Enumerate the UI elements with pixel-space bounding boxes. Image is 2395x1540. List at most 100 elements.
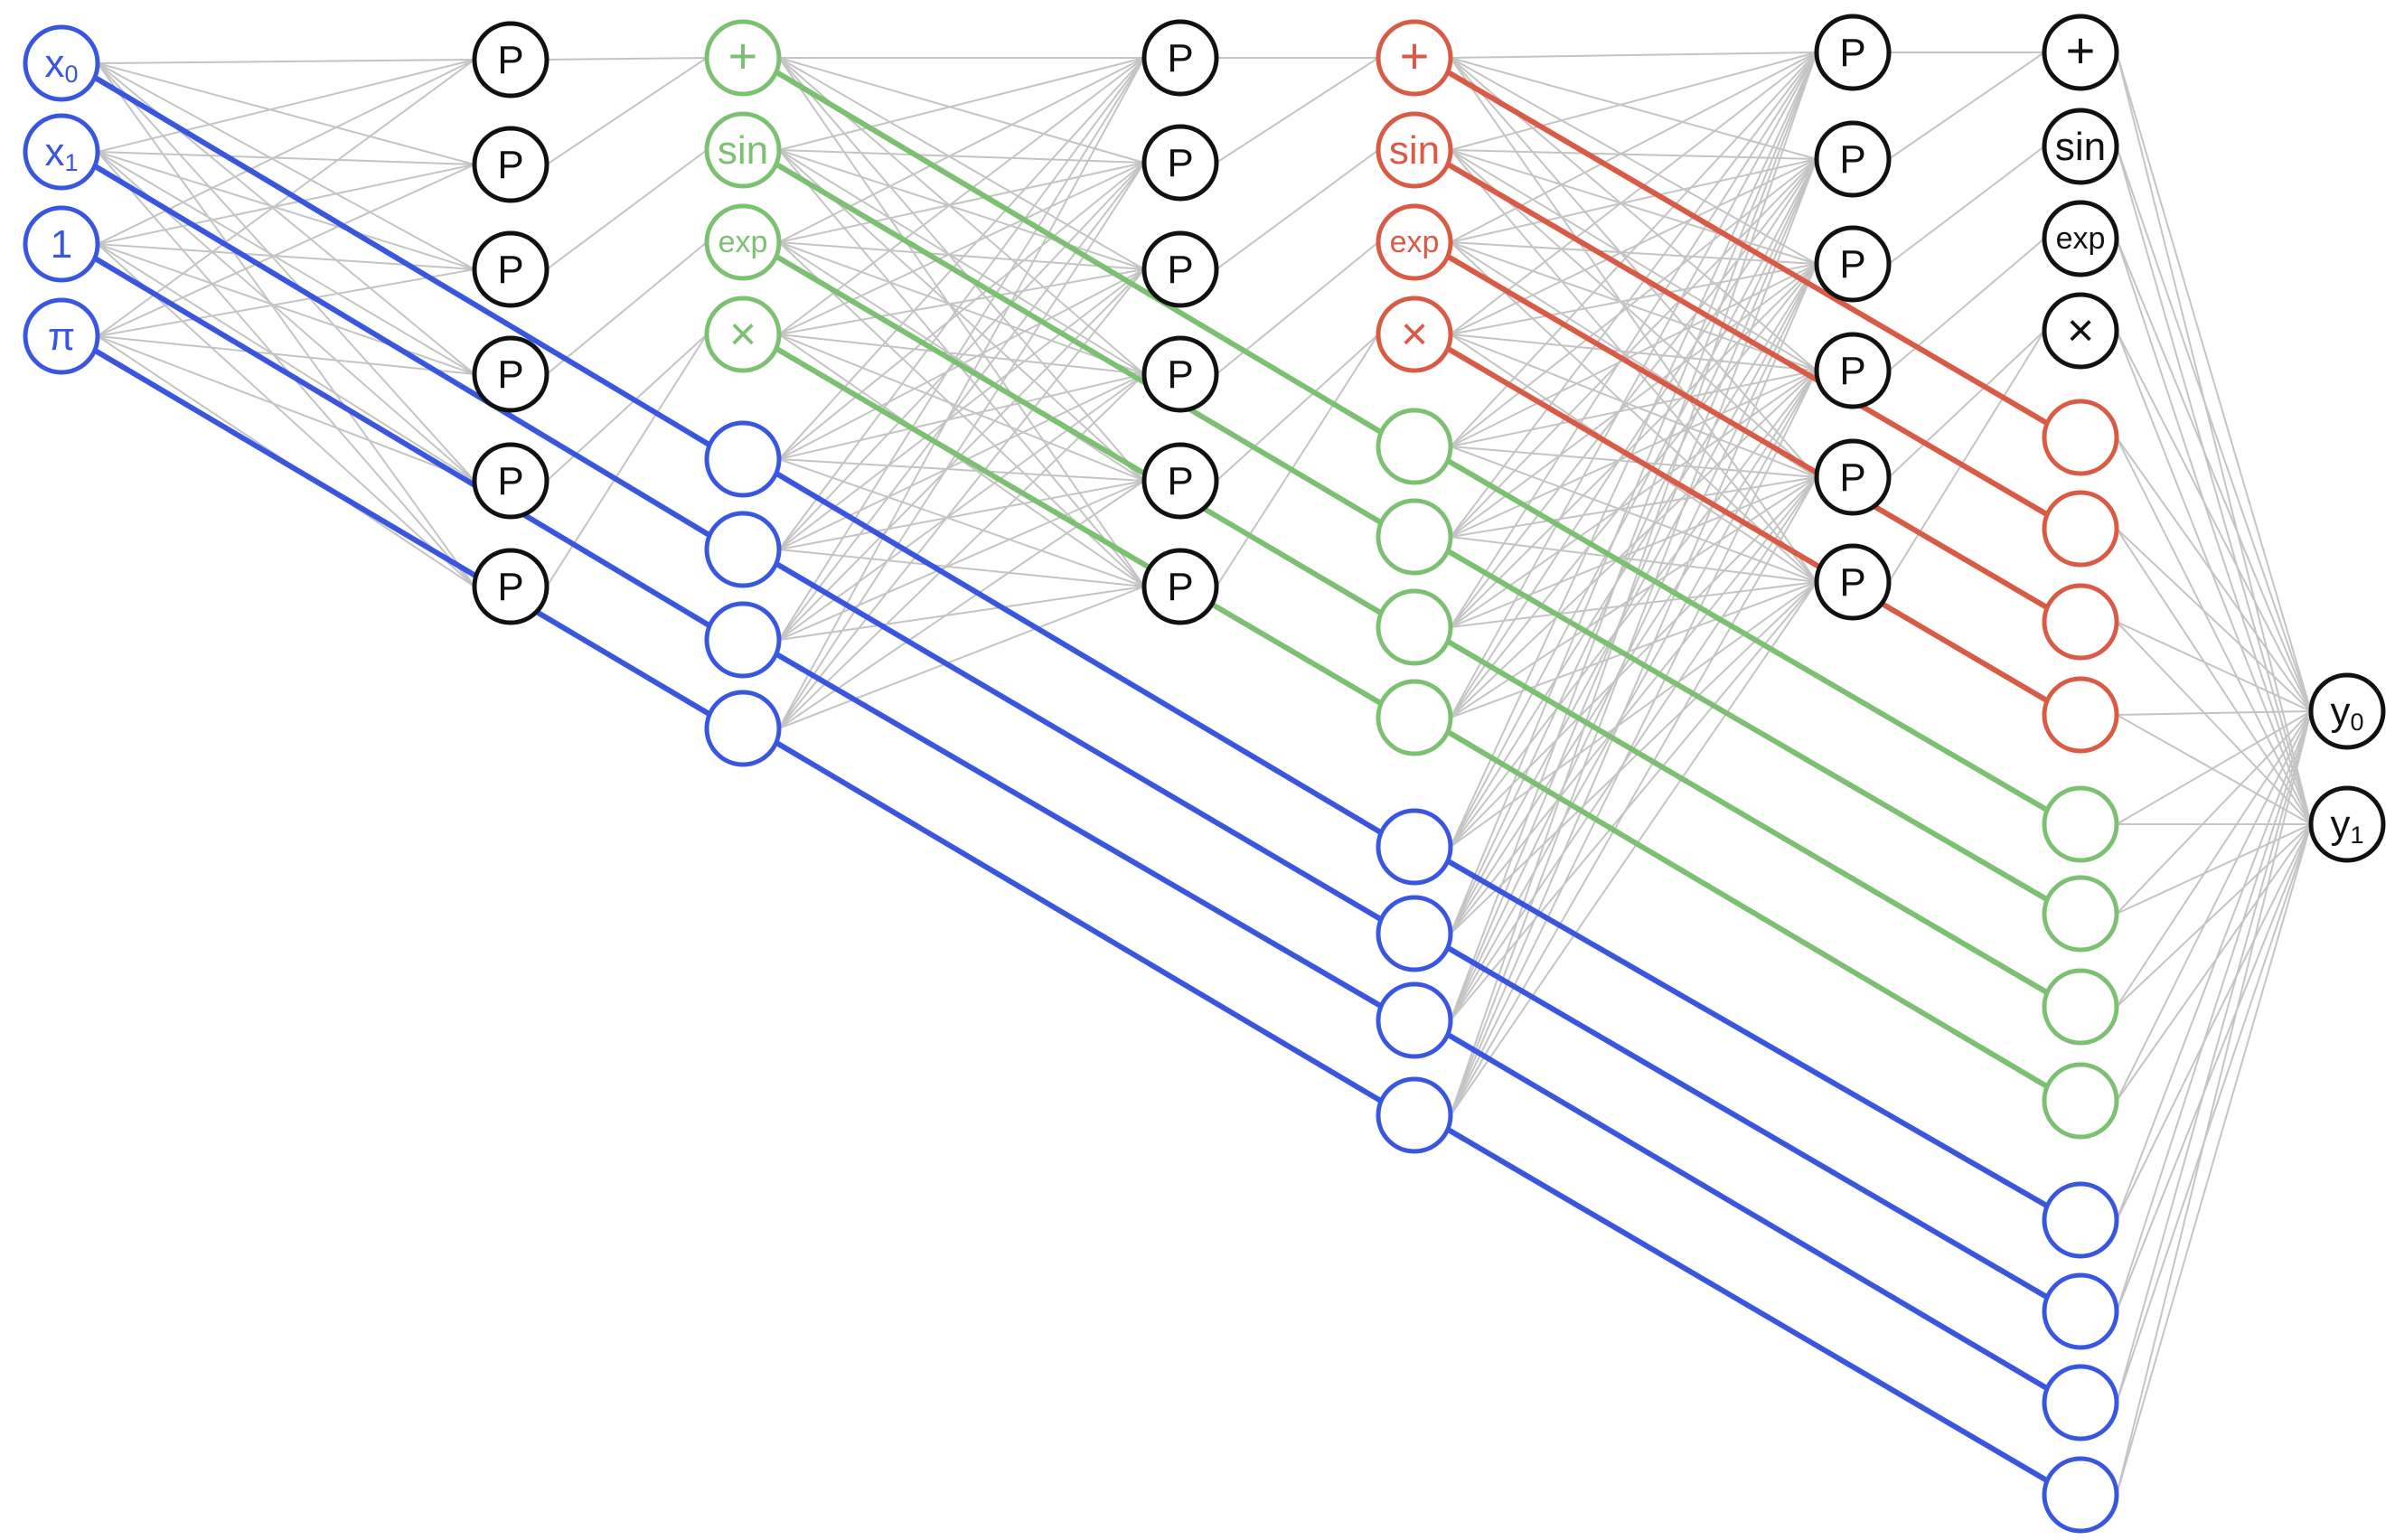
edge-input-to-poly (97, 243, 475, 375)
passthrough-node (1376, 895, 1453, 972)
edge-layer2-to-poly (1450, 476, 1817, 1116)
polynomial-node-label: P (497, 248, 523, 292)
edge-layer1-to-poly (778, 57, 1145, 335)
passthrough-node (2042, 1364, 2119, 1441)
edge-layer2-to-poly (1450, 52, 1817, 848)
edge-layer2-to-poly (1450, 263, 1817, 1021)
skip-layer1-to-layer2 (771, 160, 1386, 527)
polynomial-node: P (1141, 124, 1219, 202)
edge-input-to-poly (97, 62, 475, 165)
passthrough-node-circle (704, 420, 782, 498)
polynomial-node: P (1814, 438, 1892, 516)
polynomial-node-circle (1814, 225, 1892, 303)
passthrough-node-circle (2042, 1272, 2119, 1350)
edge-layer3-to-output (2116, 823, 2312, 1221)
edge-layer2-to-poly (1450, 263, 1817, 538)
edge-layer2-to-poly (1450, 370, 1817, 628)
edge-layer2-to-poly (1450, 370, 1817, 538)
output-node: y1 (2308, 785, 2386, 863)
operator-node-circle (704, 19, 782, 97)
operator-node-circle (2042, 108, 2119, 185)
edge-layer3-to-output (2116, 710, 2312, 1496)
passthrough-node (1376, 588, 1453, 666)
edge-layer2-to-poly (1450, 241, 1817, 265)
edge-layer1-to-poly (778, 458, 1145, 482)
polynomial-node: P (472, 335, 549, 413)
skip-connections (89, 68, 2052, 1485)
polynomial-node-label: P (1167, 248, 1193, 292)
edge-poly-to-operator (1216, 149, 1379, 270)
operator-node: sin (1376, 111, 1453, 189)
operator-node-circle (704, 296, 782, 373)
edge-layer3-to-output (2116, 710, 2312, 716)
passthrough-node-circle (2042, 1364, 2119, 1441)
edge-layer1-to-poly (778, 57, 1145, 587)
edge-layer2-to-poly (1450, 52, 1817, 934)
passthrough-node-circle (1376, 981, 1453, 1059)
edge-layer3-to-output (2116, 710, 2312, 1312)
operator-node-label: exp (2056, 221, 2106, 256)
skip-input-to-layer2 (771, 650, 1386, 1010)
edge-layer2-to-poly (1450, 52, 1817, 718)
edge-layer2-to-poly (1450, 370, 1817, 447)
skip-input-to-layer1 (89, 73, 715, 449)
edge-layer1-to-poly (778, 268, 1145, 335)
operator-node-circle (2042, 292, 2119, 370)
edge-layer1-to-poly (778, 149, 1145, 270)
edge-layer1-to-poly (778, 57, 1145, 164)
edge-layer2-to-poly (1450, 263, 1817, 848)
edge-layer2-to-poly (1450, 52, 1817, 1021)
polynomial-node: P (1814, 543, 1892, 621)
skip-input-to-layer3 (1442, 857, 2052, 1210)
edge-layer3-to-output (2116, 823, 2312, 1404)
edge-layer3-to-output (2116, 52, 2312, 825)
passthrough-node (1376, 808, 1453, 886)
edge-layer2-to-poly (1450, 446, 1817, 583)
edge-input-to-poly (97, 243, 475, 270)
edge-input-to-poly (97, 151, 475, 375)
edge-layer2-to-poly (1450, 536, 1817, 583)
passthrough-node-circle (2042, 1181, 2119, 1259)
output-node-label: y1 (2330, 803, 2363, 850)
edge-layer3-to-output (2116, 710, 2312, 1221)
polynomial-node-label: P (497, 143, 523, 187)
passthrough-node-circle (1376, 808, 1453, 886)
polynomial-node-circle (1141, 335, 1219, 413)
skip-input-to-layer1 (89, 162, 715, 540)
edge-input-to-poly (97, 151, 475, 165)
polynomial-node-circle (1814, 438, 1892, 516)
edge-layer3-to-output (2116, 823, 2312, 1008)
operator-node-circle (704, 203, 782, 281)
edge-input-to-poly (97, 335, 475, 482)
skip-layer1-to-layer3 (1442, 456, 2052, 814)
input-node-circle (23, 205, 100, 283)
edge-layer1-to-poly (778, 333, 1145, 482)
passthrough-node (704, 420, 782, 498)
skip-layer1-to-layer3 (1442, 728, 2052, 1091)
polynomial-node: P (472, 230, 549, 308)
edge-layer2-to-poly (1450, 57, 1817, 478)
edge-layer2-to-poly (1450, 158, 1817, 447)
polynomial-node-label: P (1167, 36, 1193, 80)
edge-layer1-to-poly (778, 57, 1145, 460)
edge-layer1-to-poly (778, 241, 1145, 270)
skip-layer2-to-layer3 (1442, 344, 2052, 705)
skip-input-to-layer3 (1442, 1030, 2052, 1393)
passthrough-node (1376, 408, 1453, 485)
edge-layer3-to-output (2116, 437, 2312, 825)
polynomial-node-circle (472, 21, 549, 99)
edge-input-to-poly (97, 151, 475, 270)
edge-layer3-to-output (2116, 710, 2312, 915)
edge-layer2-to-poly (1450, 52, 1817, 59)
edge-poly-to-operator (1216, 333, 1379, 587)
edge-layer1-to-poly (778, 458, 1145, 587)
edge-layer2-to-poly (1450, 581, 1817, 1021)
passthrough-node (2042, 875, 2119, 953)
edge-layer3-to-output (2116, 330, 2312, 712)
edge-layer2-to-poly (1450, 52, 1817, 151)
passthrough-node-circle (2042, 1062, 2119, 1140)
passthrough-node (704, 601, 782, 679)
operator-node-label: exp (718, 225, 768, 259)
passthrough-node-circle (2042, 399, 2119, 476)
input-node-circle (23, 24, 100, 102)
